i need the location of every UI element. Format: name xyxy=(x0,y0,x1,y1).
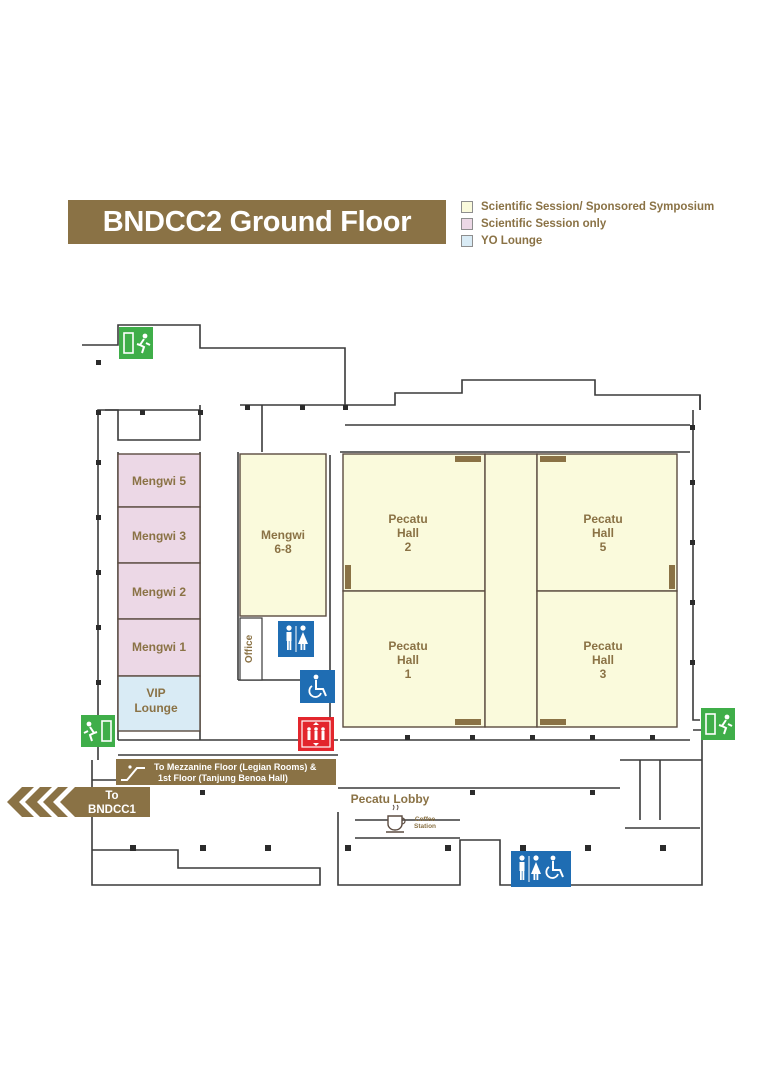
room-label: 6-8 xyxy=(274,542,292,556)
room-mengwi-5 xyxy=(117,453,201,508)
page-title: BNDCC2 Ground Floor xyxy=(68,200,446,244)
legend-item-yo-lounge: YO Lounge xyxy=(461,233,542,249)
lobby-label: Pecatu Lobby xyxy=(351,792,430,806)
room-label: Pecatu xyxy=(388,639,427,653)
room-label: Mengwi xyxy=(261,528,305,542)
room-label: 2 xyxy=(405,540,412,554)
bndcc1-sign-text: To xyxy=(105,790,118,802)
room-pecatu-hall-middle xyxy=(484,453,538,728)
room-label: 3 xyxy=(600,667,607,681)
coffee-label: Coffee xyxy=(415,816,436,823)
legend-item-scientific-sponsored: Scientific Session/ Sponsored Symposium xyxy=(461,199,714,215)
legend-item-scientific-only: Scientific Session only xyxy=(461,216,606,232)
wheelchair-icon xyxy=(545,855,564,879)
room-pecatu-hall-3 xyxy=(536,590,678,728)
legend-swatch xyxy=(461,201,473,213)
room-label: Mengwi 5 xyxy=(132,474,186,488)
legend-label: Scientific Session/ Sponsored Symposium xyxy=(481,201,715,213)
room-label: Pecatu xyxy=(583,512,622,526)
room-mengwi-6-8 xyxy=(239,453,327,617)
coffee-label: Station xyxy=(414,823,436,830)
elevator-icon xyxy=(298,717,334,751)
wheelchair-icon xyxy=(300,670,335,703)
room-label: Mengwi 1 xyxy=(132,640,186,654)
escalator-sign-text: To Mezzanine Floor (Legian Rooms) & xyxy=(154,762,317,772)
legend-label: Scientific Session only xyxy=(481,218,607,230)
legend-swatch xyxy=(461,218,473,230)
room-pecatu-hall-5 xyxy=(536,453,678,592)
to-bndcc1-sign[interactable] xyxy=(7,787,150,817)
room-label: Hall xyxy=(592,653,614,667)
room-label: Hall xyxy=(592,526,614,540)
room-label: Pecatu xyxy=(388,512,427,526)
columns xyxy=(96,360,695,851)
emergency-exit-icon xyxy=(701,708,735,740)
room-mengwi-1 xyxy=(117,618,201,677)
room-label: Hall xyxy=(397,653,419,667)
toilet-icon xyxy=(511,851,571,887)
room-pecatu-hall-2 xyxy=(342,453,486,592)
room-label: Hall xyxy=(397,526,419,540)
emergency-exit-icon xyxy=(119,327,153,359)
room-pecatu-hall-1 xyxy=(342,590,486,728)
emergency-exit-icon xyxy=(81,715,115,747)
room-mengwi-2 xyxy=(117,562,201,620)
room-office xyxy=(239,617,263,681)
chevron-left-icon xyxy=(7,787,34,817)
hall-doors xyxy=(345,456,675,725)
toilet-icon xyxy=(278,621,314,657)
room-label: VIP xyxy=(146,686,165,700)
room-label: 5 xyxy=(600,540,607,554)
escalator-sign-text: 1st Floor (Tanjung Benoa Hall) xyxy=(158,773,288,783)
escalator-sign xyxy=(116,759,336,785)
legend-swatch xyxy=(461,235,473,247)
room-vip-lounge xyxy=(117,675,201,732)
escalator-icon xyxy=(121,765,145,781)
legend-label: YO Lounge xyxy=(481,235,543,247)
coffee-cup-icon xyxy=(386,804,406,833)
room-label: Lounge xyxy=(134,701,178,715)
room-label: Mengwi 2 xyxy=(132,585,186,599)
room-mengwi-3 xyxy=(117,506,201,564)
room-label: Mengwi 3 xyxy=(132,529,186,543)
room-label: Office xyxy=(244,634,255,663)
bndcc1-sign-text: BNDCC1 xyxy=(88,804,137,816)
room-label: Pecatu xyxy=(583,639,622,653)
room-label: 1 xyxy=(405,667,412,681)
